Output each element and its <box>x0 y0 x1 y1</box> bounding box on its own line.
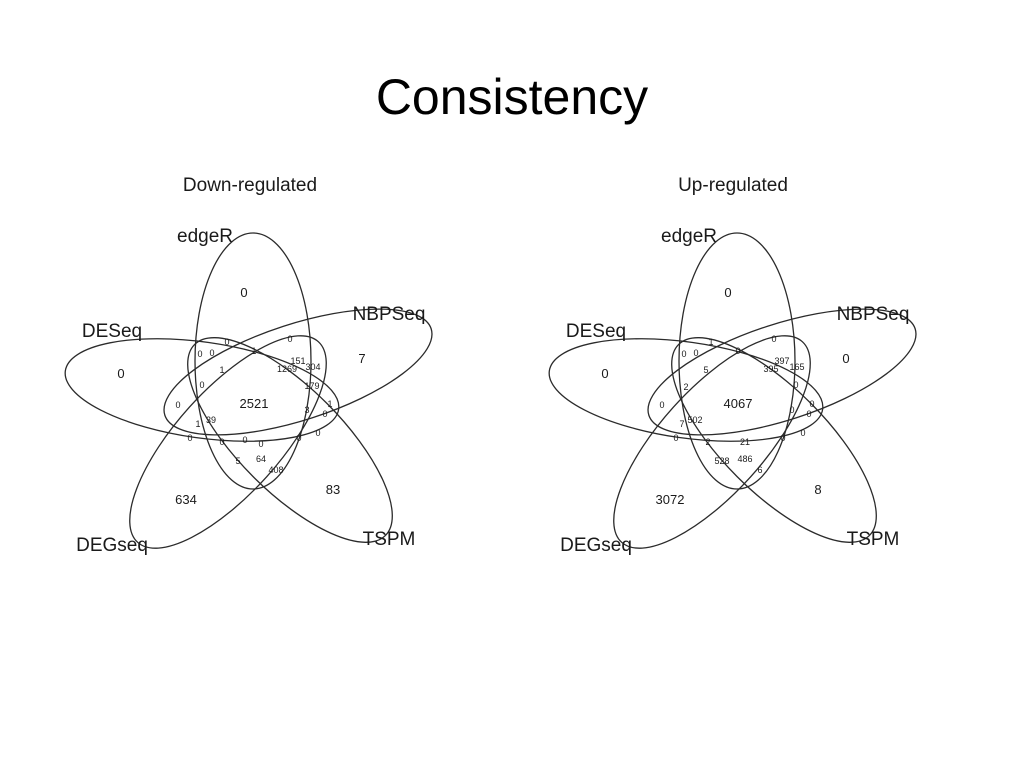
count-edger-only-down: 0 <box>240 285 247 300</box>
count-overlap-up: 0 <box>735 346 740 356</box>
count-tspm-only-down: 83 <box>326 482 340 497</box>
venn-up-regulated: Up-regulated edgeR DESeq NBPSeq DEGseq T… <box>548 175 917 556</box>
count-overlap-down: 1 <box>195 419 200 429</box>
count-overlap-down: 5 <box>235 456 240 466</box>
count-overlap-down: 1 <box>327 399 332 409</box>
set-label-tspm-up: TSPM <box>847 529 900 550</box>
count-overlap-up: 395 <box>763 364 778 374</box>
venn-down-title: Down-regulated <box>183 175 317 196</box>
count-overlap-up: 0 <box>693 348 698 358</box>
ellipse-nbpseq-up <box>647 308 917 436</box>
count-overlap-down: 0 <box>209 348 214 358</box>
count-all-five-down: 2521 <box>240 396 269 411</box>
count-overlap-down: 0 <box>224 337 229 347</box>
venn-down-regulated: Down-regulated edgeR DESeq NBPSeq DEGseq… <box>64 175 433 556</box>
count-overlap-down: 0 <box>199 380 204 390</box>
count-overlap-up: 0 <box>809 399 814 409</box>
slide-title: Consistency <box>375 69 649 125</box>
set-label-edger-up: edgeR <box>661 226 717 247</box>
count-degseq-only-up: 3072 <box>656 492 685 507</box>
set-label-deseq-down: DESeq <box>82 321 142 342</box>
count-overlap-down: 1 <box>219 365 224 375</box>
count-overlap-down: 0 <box>187 433 192 443</box>
count-overlap-up: 528 <box>714 456 729 466</box>
set-label-degseq-down: DEGseq <box>76 535 148 556</box>
count-overlap-down: 39 <box>206 415 216 425</box>
count-overlap-down: 151 <box>290 356 305 366</box>
set-label-tspm-down: TSPM <box>363 529 416 550</box>
count-overlap-up: 397 <box>774 356 789 366</box>
count-overlap-up: 6 <box>757 465 762 475</box>
count-overlap-up: 0 <box>793 380 798 390</box>
count-overlap-up: 0 <box>780 433 785 443</box>
count-overlap-up: 0 <box>806 409 811 419</box>
count-overlap-down: 0 <box>315 428 320 438</box>
ellipse-degseq-down <box>129 335 327 549</box>
ellipse-deseq-up <box>548 338 824 442</box>
count-overlap-down: 1 <box>251 346 256 356</box>
count-edger-only-up: 0 <box>724 285 731 300</box>
ellipse-degseq-up <box>613 335 811 549</box>
count-overlap-down: 1269 <box>277 364 297 374</box>
count-overlap-up: 5 <box>703 365 708 375</box>
count-overlap-up: 502 <box>687 415 702 425</box>
count-overlap-up: 0 <box>800 428 805 438</box>
count-overlap-up: 1 <box>708 337 713 347</box>
count-overlap-up: 2 <box>705 437 710 447</box>
ellipse-deseq-down <box>64 338 340 442</box>
count-overlap-down: 304 <box>305 362 320 372</box>
ellipse-edger-down <box>194 232 312 490</box>
count-overlap-down: 0 <box>242 435 247 445</box>
count-overlap-down: 0 <box>287 334 292 344</box>
set-label-nbpseq-down: NBPSeq <box>353 304 426 325</box>
count-overlap-up: 165 <box>789 362 804 372</box>
count-overlap-down: 0 <box>322 409 327 419</box>
count-overlap-up: 0 <box>673 433 678 443</box>
count-overlap-down: 0 <box>197 349 202 359</box>
count-all-five-up: 4067 <box>724 396 753 411</box>
count-overlap-up: 7 <box>679 419 684 429</box>
count-deseq-only-up: 0 <box>601 366 608 381</box>
count-overlap-up: 486 <box>737 454 752 464</box>
ellipse-edger-up <box>678 232 796 490</box>
ellipse-tspm-down <box>187 337 393 543</box>
set-label-degseq-up: DEGseq <box>560 535 632 556</box>
count-overlap-down: 64 <box>256 454 266 464</box>
venn-up-title: Up-regulated <box>678 175 788 196</box>
count-overlap-up: 0 <box>681 349 686 359</box>
count-nbpseq-only-down: 7 <box>358 351 365 366</box>
count-overlap-down: 0 <box>258 439 263 449</box>
count-overlap-up: 0 <box>659 400 664 410</box>
count-nbpseq-only-up: 0 <box>842 351 849 366</box>
count-overlap-up: 0 <box>771 334 776 344</box>
count-overlap-down: 408 <box>268 465 283 475</box>
count-overlap-up: 0 <box>789 405 794 415</box>
count-overlap-down: 0 <box>219 437 224 447</box>
count-degseq-only-down: 634 <box>175 492 197 507</box>
set-label-nbpseq-up: NBPSeq <box>837 304 910 325</box>
count-overlap-down: 0 <box>296 433 301 443</box>
ellipse-nbpseq-down <box>163 308 433 436</box>
count-deseq-only-down: 0 <box>117 366 124 381</box>
set-label-edger-down: edgeR <box>177 226 233 247</box>
count-tspm-only-up: 8 <box>814 482 821 497</box>
ellipse-tspm-up <box>671 337 877 543</box>
count-overlap-up: 21 <box>740 437 750 447</box>
count-overlap-down: 0 <box>175 400 180 410</box>
set-label-deseq-up: DESeq <box>566 321 626 342</box>
count-overlap-down: 3 <box>304 405 309 415</box>
count-overlap-up: 2 <box>683 382 688 392</box>
count-overlap-down: 179 <box>304 381 319 391</box>
